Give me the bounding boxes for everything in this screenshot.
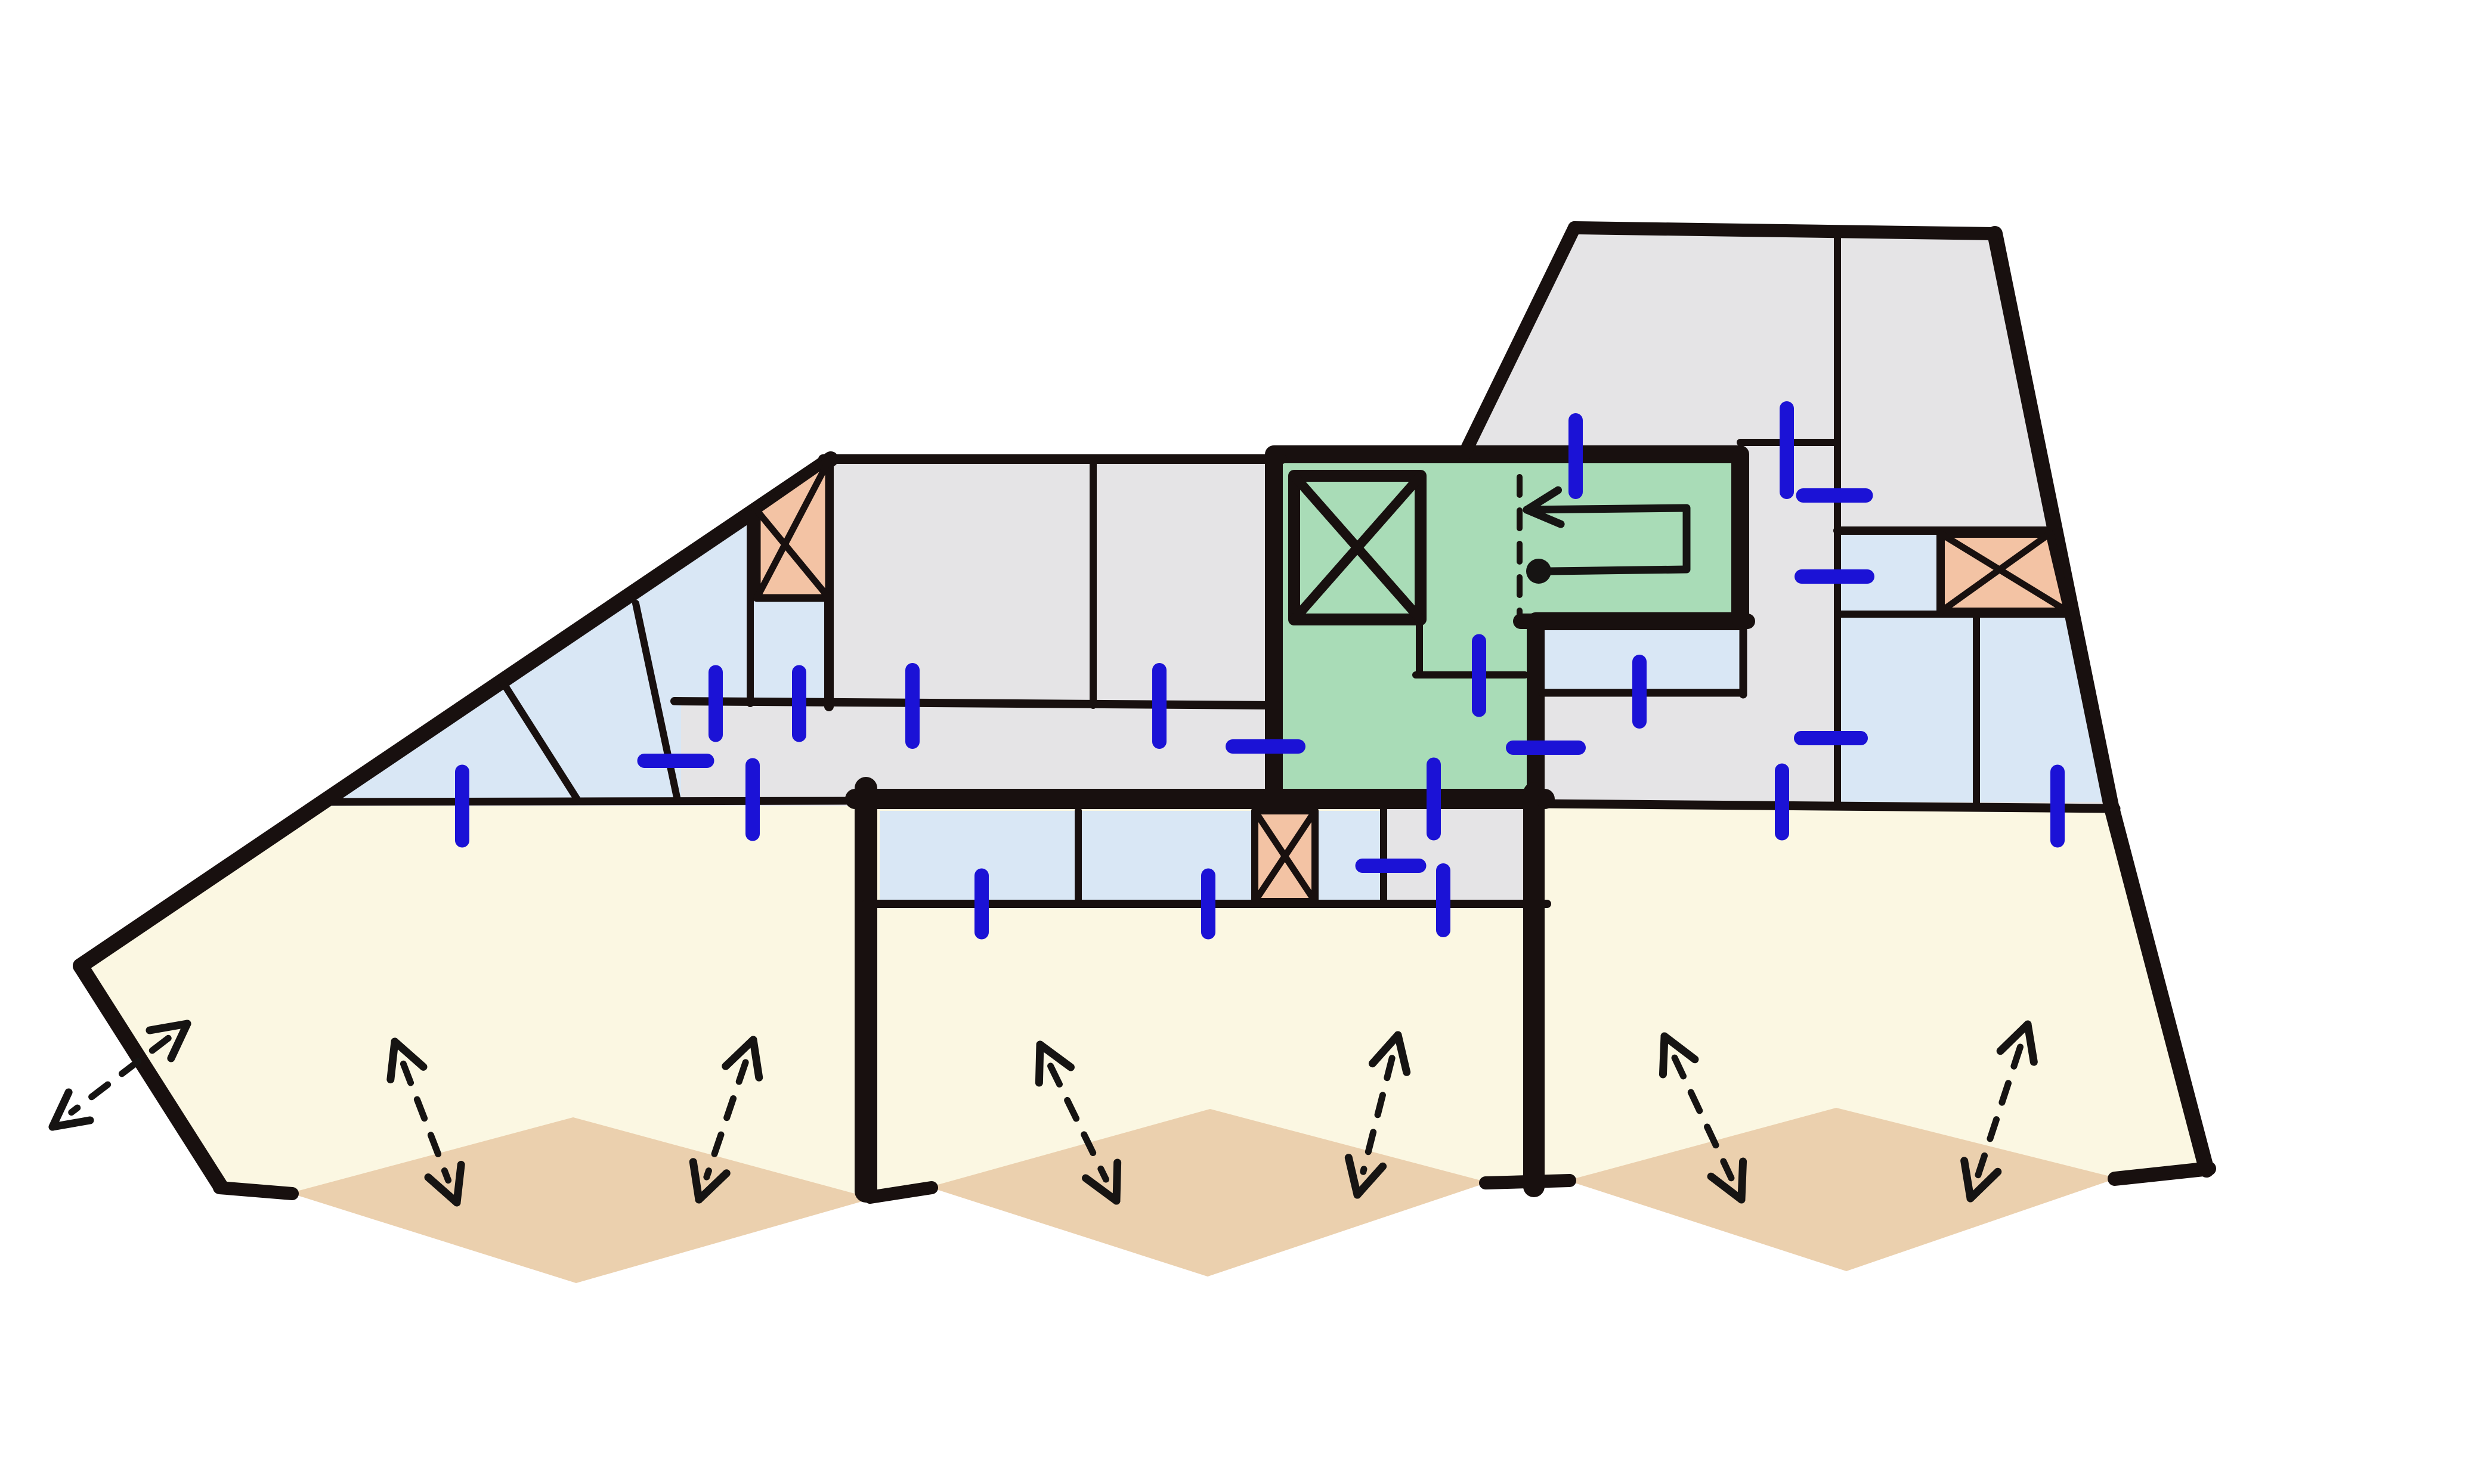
plaza-west-arrow-left-arrowhead [453, 1160, 465, 1207]
plaza-mid-arrow-left-arrowhead [1036, 1040, 1075, 1071]
entry-route-loop-arrowhead [1523, 506, 1565, 528]
right-blue-room-1 [1841, 616, 1975, 802]
plaza-east-arrow-left [1671, 1054, 1735, 1182]
plaza-mid-arrow-right-arrowhead [1394, 1031, 1411, 1076]
plaza-west-arrow-left-arrowhead [391, 1037, 428, 1071]
plaza-east-arrow-left-arrowhead [1660, 1032, 1699, 1064]
stair-core-xbox-x-stroke [1289, 471, 1425, 624]
plaza-west-arrow-left [400, 1060, 452, 1184]
plaza-mid-arrow-left-arrowhead [1112, 1158, 1122, 1205]
right-blue-room-small [1841, 534, 1937, 612]
plaza-west-arrow-right-arrowhead [695, 1169, 731, 1204]
exit-arrow-west-corner-arrowhead [48, 1116, 94, 1131]
exterior-bottom-seg-4 [2108, 1161, 2216, 1186]
mid-blue-room-1 [880, 811, 1078, 901]
plaza-west-arrow-right [703, 1059, 749, 1181]
exit-arrow-west-corner-arrowhead [167, 1020, 191, 1062]
plaza-west-arrow-left-arrowhead [386, 1037, 399, 1084]
plaza-east-arrow-right-arrowhead [1966, 1167, 2002, 1203]
plaza-east-arrow-left-arrowhead [1707, 1172, 1746, 1204]
exterior-bottom-seg-2 [864, 1181, 938, 1204]
exterior-bottom-seg-1 [213, 1181, 299, 1200]
right-hall-top-wall [1537, 799, 2121, 813]
elevator-xbox-east-x-stroke [1937, 530, 2072, 615]
plaza-diamond-east [1567, 1108, 2117, 1271]
trapezoid-left-edge [1458, 221, 1581, 461]
plaza-west-arrow-right-arrowhead [689, 1158, 703, 1204]
elevator-xbox-west-x-stroke [753, 507, 833, 602]
plaza-west-arrow-right-arrowhead [749, 1036, 763, 1082]
trapezoid-top [1568, 221, 2001, 240]
plaza-diamond-mid [929, 1109, 1488, 1277]
plaza-east-arrow-right-arrowhead [1960, 1157, 1975, 1203]
plaza-mid-arrow-left-arrowhead [1035, 1040, 1044, 1087]
elevator-xbox-east-x-stroke [1937, 530, 2053, 615]
plaza-mid-arrow-right [1360, 1055, 1396, 1175]
plaza-west-arrow-left-arrowhead [424, 1173, 461, 1207]
plaza-mid-arrow-right-arrowhead [1353, 1162, 1387, 1199]
plaza-mid-arrow-left [1047, 1062, 1109, 1183]
west-hall-top-wall [315, 797, 862, 806]
plaza-east-arrow-left-arrowhead [1659, 1032, 1669, 1079]
plaza-mid-arrow-right-arrowhead [1368, 1031, 1402, 1068]
exterior-right-upper [1987, 226, 2119, 814]
mid-gray-vestibule [1384, 808, 1525, 904]
exit-arrow-west-corner-arrowhead [48, 1088, 73, 1131]
mid-blue-room-2 [1078, 811, 1255, 901]
exterior-diagonal-west [73, 451, 839, 974]
entry-route-loop-start-dot [1526, 559, 1551, 584]
mid-blue-room-3 [1315, 811, 1384, 901]
entry-route-loop [1523, 504, 1691, 575]
plaza-diamond-west [290, 1117, 873, 1283]
plaza-west-arrow-right-arrowhead [722, 1036, 757, 1070]
exit-arrow-west-corner [68, 1034, 172, 1116]
exterior-lower-west [73, 958, 228, 1194]
plaza-mid-arrow-right-arrowhead [1344, 1154, 1362, 1199]
band-partition-1 [499, 679, 582, 805]
elevator-xbox-west-x-stroke [753, 457, 833, 602]
exit-arrow-west-corner-arrowhead [146, 1020, 191, 1034]
plaza-east-arrow-right [1974, 1043, 2024, 1179]
elevator-xbox-mid-x-stroke [1251, 807, 1319, 905]
band-bottom-wall [670, 697, 1280, 710]
plaza-east-arrow-right-arrowhead [1996, 1020, 2032, 1055]
plaza-east-arrow-right-arrowhead [2024, 1020, 2038, 1066]
plaza-east-arrow-left-arrowhead [1737, 1157, 1747, 1204]
exterior-right-lower [2103, 798, 2214, 1178]
entry-route-loop-arrowhead [1523, 486, 1563, 514]
plaza-mid-arrow-left-arrowhead [1082, 1174, 1121, 1205]
